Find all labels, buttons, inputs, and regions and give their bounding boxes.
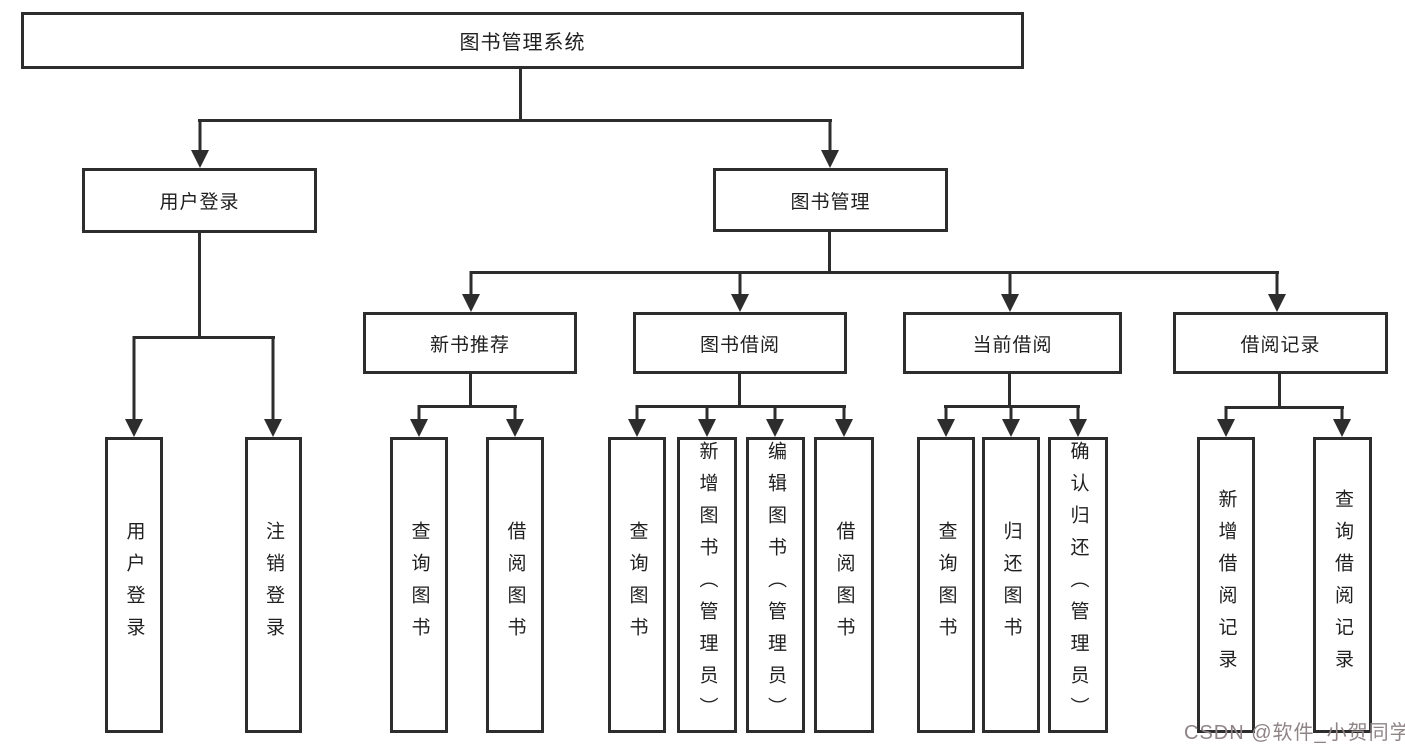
node-borrow-records-label: 借阅记录 xyxy=(1240,334,1321,356)
arrow-records-add xyxy=(1215,406,1237,437)
arrow-borrow-edit xyxy=(764,405,786,437)
node-edit-book-admin: 编辑图书（管理员） xyxy=(746,437,805,733)
node-add-book-admin: 新增图书（管理员） xyxy=(677,437,737,733)
node-confirm-return-admin-label: 确认归还（管理员） xyxy=(1067,441,1089,729)
arrow-current-confirm xyxy=(1067,405,1089,437)
arrow-records-query xyxy=(1331,406,1353,437)
node-user-login-label: 用户登录 xyxy=(159,192,240,213)
arrow-to-user-login xyxy=(189,119,211,168)
node-book-borrow-label: 图书借阅 xyxy=(699,334,780,356)
node-user-login-leaf: 用户登录 xyxy=(105,437,163,733)
arrow-to-new-book-recommend xyxy=(460,271,482,312)
node-recommend-borrow-books: 借阅图书 xyxy=(486,437,544,733)
node-current-borrow: 当前借阅 xyxy=(903,312,1122,374)
node-edit-book-admin-label: 编辑图书（管理员） xyxy=(765,441,786,729)
node-root: 图书管理系统 xyxy=(21,12,1024,69)
node-root-label: 图书管理系统 xyxy=(459,32,586,54)
connector-records-stub xyxy=(1278,374,1281,409)
node-recommend-borrow-books-label: 借阅图书 xyxy=(504,521,526,649)
node-logout: 注销登录 xyxy=(245,437,302,733)
connector-user-login-stub xyxy=(198,233,201,339)
arrow-to-book-borrow xyxy=(729,271,751,312)
node-confirm-return-admin: 确认归还（管理员） xyxy=(1048,437,1108,733)
node-borrow-records: 借阅记录 xyxy=(1173,312,1388,374)
node-new-book-recommend-label: 新书推荐 xyxy=(429,334,510,356)
connector-book-management-stub xyxy=(828,232,831,274)
arrow-to-user-login-leaf xyxy=(123,336,145,437)
node-borrow-query-books: 查询图书 xyxy=(608,437,666,733)
arrow-to-book-management xyxy=(819,119,841,168)
node-new-book-recommend: 新书推荐 xyxy=(363,312,577,374)
arrow-borrow-query xyxy=(626,405,648,437)
connector-book-borrow-stub xyxy=(738,374,741,407)
node-logout-label: 注销登录 xyxy=(263,521,284,649)
connector-book-borrow-bar xyxy=(636,405,846,408)
connector-new-book-stub xyxy=(469,374,472,407)
node-add-borrow-record-label: 新增借阅记录 xyxy=(1215,489,1237,681)
node-current-query-books: 查询图书 xyxy=(917,437,975,733)
node-user-login-leaf-label: 用户登录 xyxy=(123,521,145,649)
node-add-book-admin-label: 新增图书（管理员） xyxy=(696,441,718,729)
node-borrow-borrow-books: 借阅图书 xyxy=(814,437,874,733)
csdn-watermark: CSDN @软件_小贺同学 xyxy=(1184,722,1405,744)
connector-records-bar xyxy=(1225,406,1344,409)
arrow-borrow-add xyxy=(696,405,718,437)
arrow-to-borrow-records xyxy=(1266,271,1288,312)
node-query-borrow-record: 查询借阅记录 xyxy=(1313,437,1372,733)
node-recommend-query-books: 查询图书 xyxy=(390,437,448,733)
node-book-management: 图书管理 xyxy=(713,168,948,232)
arrow-current-query xyxy=(935,405,957,437)
node-user-login: 用户登录 xyxy=(82,168,317,233)
node-query-borrow-record-label: 查询借阅记录 xyxy=(1332,489,1353,681)
arrow-borrow-borrow xyxy=(833,405,855,437)
connector-book-management-bar xyxy=(471,271,1279,274)
node-book-management-label: 图书管理 xyxy=(790,191,871,213)
node-borrow-borrow-books-label: 借阅图书 xyxy=(833,521,855,649)
arrow-to-logout-leaf xyxy=(262,336,284,437)
connector-current-borrow-stub xyxy=(1008,374,1011,407)
connector-root-stub xyxy=(519,69,522,119)
node-return-books: 归还图书 xyxy=(982,437,1040,733)
connector-root-bar xyxy=(198,119,832,122)
arrow-current-return xyxy=(1000,405,1022,437)
node-add-borrow-record: 新增借阅记录 xyxy=(1197,437,1255,733)
node-return-books-label: 归还图书 xyxy=(1000,521,1022,649)
arrow-new-book-borrow xyxy=(504,405,526,437)
node-recommend-query-books-label: 查询图书 xyxy=(408,521,430,649)
node-book-borrow: 图书借阅 xyxy=(633,312,847,374)
arrow-to-current-borrow xyxy=(999,271,1021,312)
node-current-query-books-label: 查询图书 xyxy=(935,521,957,649)
node-borrow-query-books-label: 查询图书 xyxy=(626,521,648,649)
connector-user-login-bar xyxy=(133,336,275,339)
arrow-new-book-query xyxy=(408,405,430,437)
connector-new-book-bar xyxy=(418,405,517,408)
node-current-borrow-label: 当前借阅 xyxy=(972,334,1053,356)
